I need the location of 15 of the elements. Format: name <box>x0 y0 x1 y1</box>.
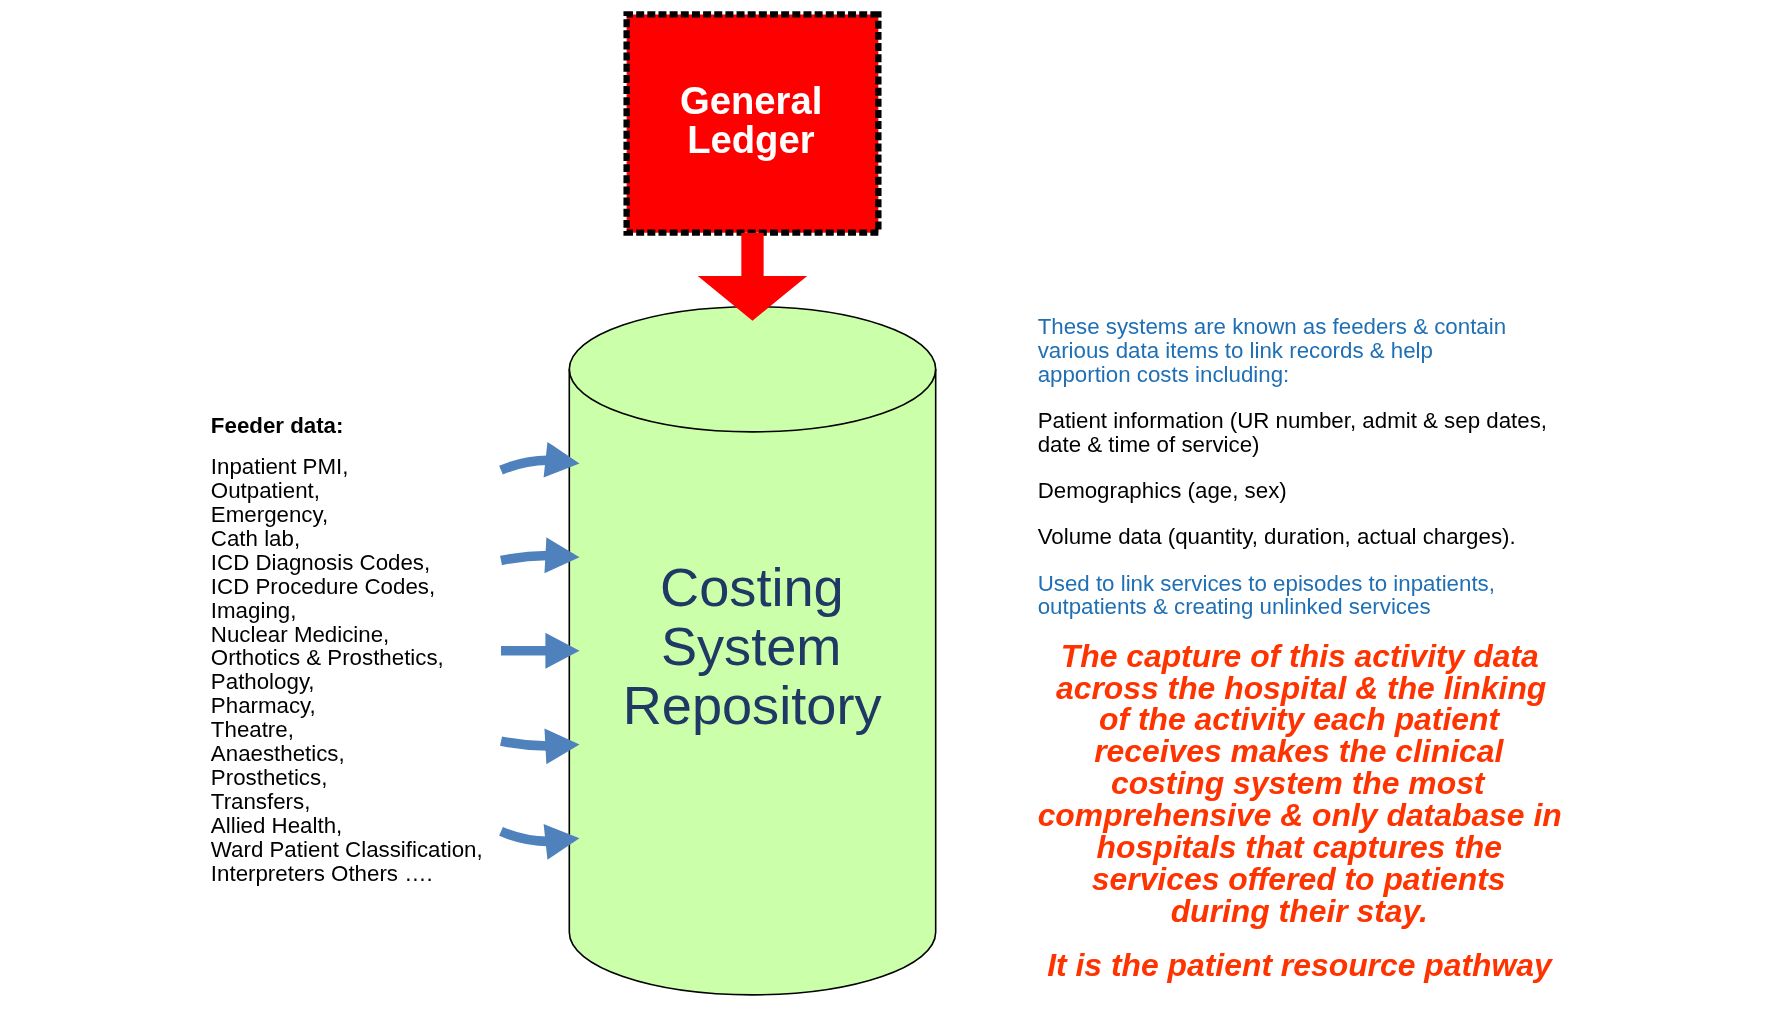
node-text: Feeder data: Inpatient PMI, Outpatient, Emergency, Cath lab, ICD Diagnosis Codes, ICD Procedure Codes, Imaging, Nuclear Medicine, Orthotics & Prosthetics, Pathology, Pharmacy, Theatre, Anaesthetics, Prosthetics, Transfers, Allied Health, Ward Patient Classification, Interpreters Others …. <box>210 412 483 886</box>
label: It is the patient resource pathway <box>1046 946 1552 983</box>
label: Volume data (quantity, duration, actual charges). <box>1037 524 1516 550</box>
label: Demographics (age, sex) <box>1037 478 1287 504</box>
arrow <box>498 441 579 478</box>
label: These systems are known as feeders & contain various data items to link records & help apportion costs including: <box>1037 314 1506 387</box>
arrow <box>697 233 807 321</box>
node-box: General Ledger <box>622 11 882 236</box>
arrow <box>498 824 579 860</box>
label: Used to link services to episodes to inpatients, outpatients & creating unlinked services <box>1037 570 1495 620</box>
arrow <box>499 728 580 765</box>
arrow <box>500 632 580 669</box>
arrow <box>499 537 580 574</box>
label: The capture of this activity data across the hospital & the linking of the activity each patient receives makes the clinical costing system the most comprehensive & only database in hospitals that captures the services offered to patients during their stay. <box>1037 637 1562 929</box>
label: Patient information (UR number, admit & sep dates, date & time of service) <box>1037 408 1547 457</box>
